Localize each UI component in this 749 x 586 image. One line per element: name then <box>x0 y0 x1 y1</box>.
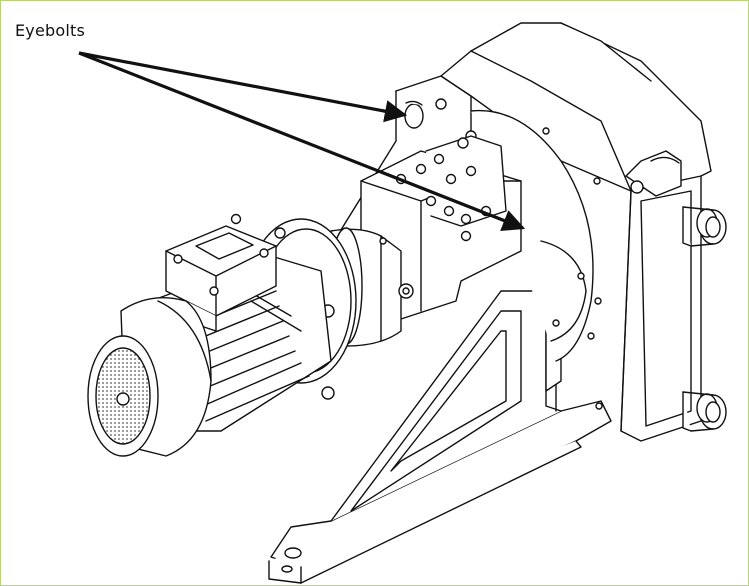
bottom-hose-connector <box>682 391 727 432</box>
eyebolts-label: Eyebolts <box>15 21 86 40</box>
callout-arrows <box>78 51 526 232</box>
pump-casing <box>440 22 727 442</box>
arrow-to-upper-eyebolt <box>78 51 408 123</box>
fan-cover <box>87 296 212 457</box>
top-hose-connector <box>682 206 727 247</box>
arrow-to-lower-eyebolt <box>78 51 526 232</box>
